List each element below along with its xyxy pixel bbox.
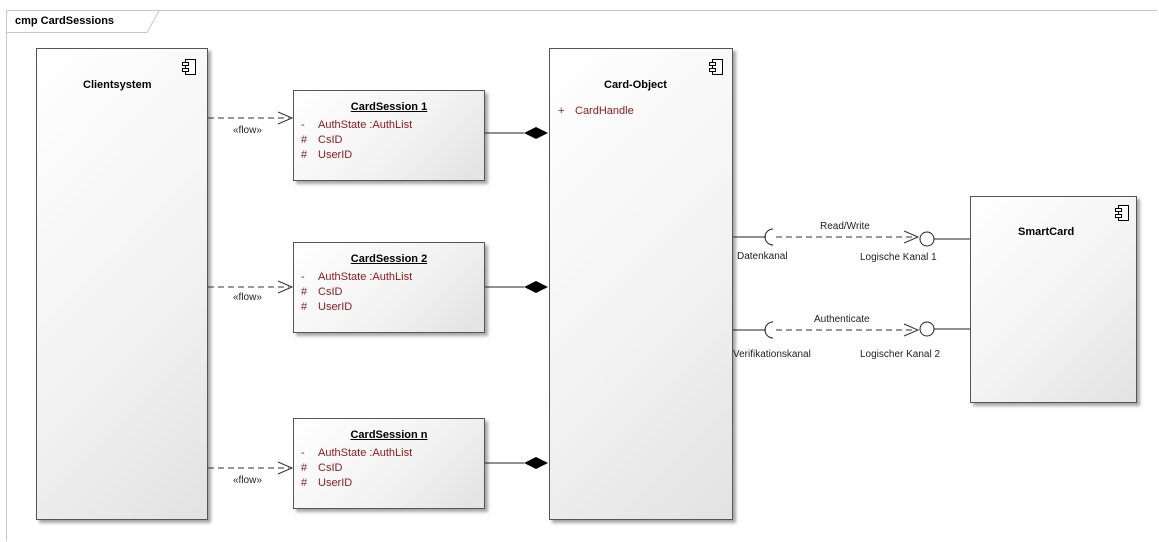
frame-title: cmp CardSessions [15, 15, 115, 27]
attribute-text: UserID [318, 149, 353, 161]
component-icon [709, 59, 723, 75]
component-title: Card-Object [604, 79, 667, 91]
card-session-n-class[interactable]: CardSession n - AuthState :AuthList # Cs… [293, 418, 485, 509]
read-write-dependency[interactable] [776, 230, 920, 244]
user-id-attribute: # UserID [301, 300, 484, 315]
auth-state-attribute: - AuthState :AuthList [301, 118, 484, 133]
required-interface-datenkanal[interactable] [733, 228, 774, 246]
provided-interface-kanal-2[interactable] [919, 321, 970, 337]
composition-link-n[interactable] [485, 457, 548, 469]
visibility-marker: # [301, 462, 308, 474]
smartcard-component[interactable]: SmartCard [970, 196, 1137, 403]
authenticate-label: Authenticate [814, 314, 870, 325]
user-id-attribute: # UserID [301, 476, 484, 491]
composition-link-1[interactable] [485, 127, 548, 139]
visibility-marker: # [301, 477, 308, 489]
visibility-marker: # [301, 149, 308, 161]
auth-state-attribute: - AuthState :AuthList [301, 446, 484, 461]
visibility-marker: # [301, 286, 308, 298]
class-title: CardSession 1 [350, 101, 428, 113]
required-interface-verifikationskanal[interactable] [733, 321, 774, 339]
flow-connector-1[interactable] [208, 111, 294, 125]
flow-connector-n[interactable] [208, 461, 294, 475]
logische-kanal-1-label: Logische Kanal 1 [860, 252, 937, 263]
flow-label-1: «flow» [233, 125, 262, 136]
component-icon [1115, 205, 1129, 221]
visibility-marker: # [301, 134, 308, 146]
attribute-text: CsID [318, 462, 343, 474]
visibility-marker: - [301, 119, 305, 131]
attribute-text: UserID [318, 301, 353, 313]
verifikationskanal-label: Verifikationskanal [733, 349, 811, 360]
attribute-text: CardHandle [575, 105, 634, 117]
cs-id-attribute: # CsID [301, 133, 484, 148]
card-handle-attribute: + CardHandle [558, 104, 634, 119]
visibility-marker: # [301, 301, 308, 313]
flow-connector-2[interactable] [208, 280, 294, 294]
diagram-frame: cmp CardSessions [6, 10, 1157, 541]
card-object-component[interactable]: Card-Object + CardHandle [549, 48, 733, 520]
class-title: CardSession 2 [350, 253, 428, 265]
class-title: CardSession n [350, 429, 428, 441]
datenkanal-label: Datenkanal [737, 251, 788, 262]
card-session-2-class[interactable]: CardSession 2 - AuthState :AuthList # Cs… [293, 242, 485, 333]
flow-label-n: «flow» [233, 475, 262, 486]
cs-id-attribute: # CsID [301, 461, 484, 476]
provided-interface-kanal-1[interactable] [919, 231, 970, 247]
visibility-marker: + [558, 105, 565, 117]
attribute-text: AuthState :AuthList [318, 447, 413, 459]
clientsystem-component[interactable]: Clientsystem [36, 48, 208, 520]
attribute-text: CsID [318, 134, 343, 146]
read-write-label: Read/Write [820, 221, 870, 232]
card-session-1-class[interactable]: CardSession 1 - AuthState :AuthList # Cs… [293, 90, 485, 181]
logischer-kanal-2-label: Logischer Kanal 2 [860, 349, 941, 360]
attribute-text: CsID [318, 286, 343, 298]
component-title: SmartCard [1018, 226, 1075, 238]
auth-state-attribute: - AuthState :AuthList [301, 270, 484, 285]
visibility-marker: - [301, 271, 305, 283]
attribute-text: UserID [318, 477, 353, 489]
composition-link-2[interactable] [485, 281, 548, 293]
component-icon [182, 59, 196, 75]
flow-label-2: «flow» [233, 292, 262, 303]
attribute-text: AuthState :AuthList [318, 119, 413, 131]
visibility-marker: - [301, 447, 305, 459]
cs-id-attribute: # CsID [301, 285, 484, 300]
frame-tab [7, 11, 160, 33]
attribute-text: AuthState :AuthList [318, 271, 413, 283]
component-title: Clientsystem [83, 79, 152, 91]
authenticate-dependency[interactable] [776, 323, 920, 337]
user-id-attribute: # UserID [301, 148, 484, 163]
